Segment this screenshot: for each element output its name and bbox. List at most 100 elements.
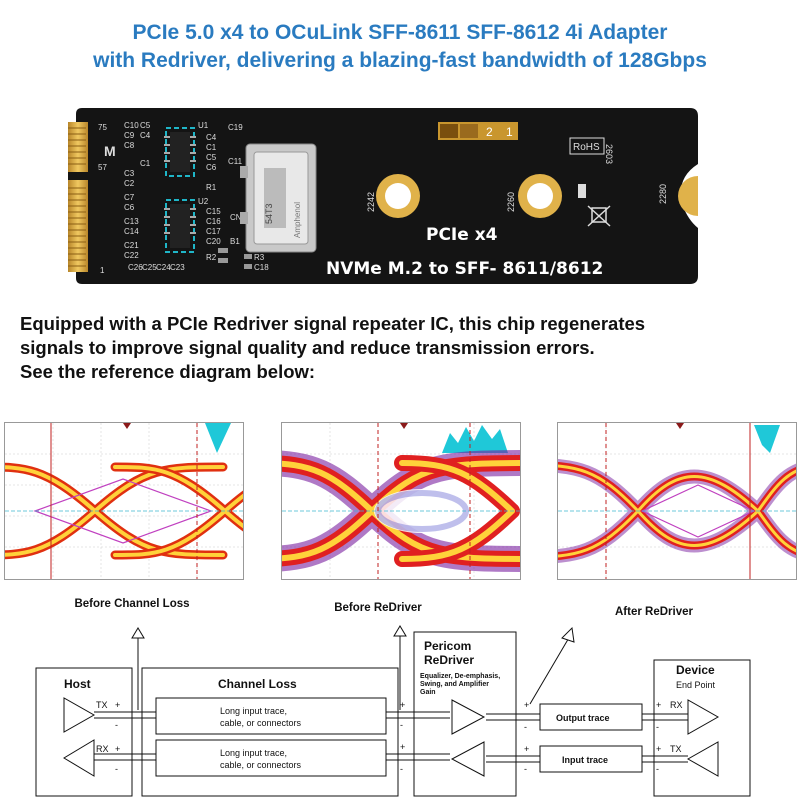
- svg-text:C22: C22: [124, 251, 139, 260]
- svg-text:C13: C13: [124, 217, 139, 226]
- pin-label-bottom: 1: [100, 266, 105, 275]
- input-trace-label: Input trace: [562, 755, 608, 765]
- svg-text:C8: C8: [124, 141, 135, 150]
- svg-text:cable, or connectors: cable, or connectors: [220, 760, 302, 770]
- eye-diagram-after-redriver: [557, 422, 797, 580]
- mount-label-2260: 2260: [506, 192, 516, 212]
- svg-text:+: +: [400, 742, 405, 752]
- svg-text:B1: B1: [230, 237, 240, 246]
- host-box: [35, 667, 133, 797]
- oculink-connector: 54T3 Amphenol: [240, 143, 317, 253]
- svg-text:C6: C6: [206, 163, 217, 172]
- eye-svg-2: [282, 423, 520, 579]
- description-line-3: See the reference diagram below:: [20, 361, 316, 382]
- svg-text:C4: C4: [140, 131, 151, 140]
- svg-text:+: +: [524, 744, 529, 754]
- svg-text:C17: C17: [206, 227, 221, 236]
- svg-text:C5: C5: [206, 153, 217, 162]
- svg-text:C15: C15: [206, 207, 221, 216]
- mount-hole-2280: [678, 176, 698, 216]
- svg-text:+: +: [524, 700, 529, 710]
- svg-text:R2: R2: [206, 253, 217, 262]
- mount-label-2280: 2280: [658, 184, 668, 204]
- eye-caption-1: Before Channel Loss: [74, 598, 190, 610]
- svg-text:RoHS: RoHS: [573, 142, 600, 153]
- svg-text:C1: C1: [140, 159, 151, 168]
- svg-text:TX: TX: [96, 700, 108, 710]
- channel-loss-box: [141, 667, 399, 797]
- key-label: M: [104, 143, 116, 159]
- connector-brand: Amphenol: [293, 202, 302, 238]
- svg-text:U1: U1: [198, 121, 209, 130]
- svg-text:C1: C1: [206, 143, 217, 152]
- redriver-ic-1: [164, 127, 196, 177]
- pin-label-top: 75: [98, 123, 107, 132]
- svg-text:C11: C11: [228, 157, 243, 166]
- svg-text:RX: RX: [670, 700, 683, 710]
- nvme-label: NVMe M.2 to SFF- 8611/8612: [326, 259, 603, 279]
- svg-text:Equalizer, De-emphasis,: Equalizer, De-emphasis,: [420, 673, 500, 680]
- svg-text:C4: C4: [206, 133, 217, 142]
- svg-text:C19: C19: [228, 123, 243, 132]
- capacitor-labels-left: C10 C9 C8 C5 C4 C3 C2 C1 C7 C6 C13 C14 C…: [124, 121, 185, 272]
- title-line-1: PCIe 5.0 x4 to OCuLink SFF-8611 SFF-8612…: [132, 21, 668, 44]
- description-line-1: Equipped with a PCIe Redriver signal rep…: [20, 313, 646, 334]
- device-tx-buffer: [686, 741, 719, 777]
- svg-text:+: +: [115, 700, 120, 710]
- svg-text:-: -: [115, 720, 118, 730]
- svg-text:C25: C25: [142, 263, 157, 272]
- eye-caption-3: After ReDriver: [615, 606, 693, 618]
- host-rx-buffer: [63, 739, 95, 777]
- svg-text:C20: C20: [206, 237, 221, 246]
- svg-text:+: +: [656, 744, 661, 754]
- svg-text:C6: C6: [124, 203, 135, 212]
- svg-text:C9: C9: [124, 131, 135, 140]
- host-label: Host: [64, 677, 91, 691]
- svg-text:-: -: [656, 764, 659, 774]
- output-trace-label: Output trace: [556, 713, 610, 723]
- svg-text:R3: R3: [254, 253, 265, 262]
- svg-text:+: +: [115, 744, 120, 754]
- svg-text:2: 2: [486, 125, 493, 139]
- eye-diagram-before-redriver: [281, 422, 521, 580]
- svg-text:-: -: [524, 722, 527, 732]
- m2-adapter-board: 75 M 57 1 C10 C9 C8 C5 C4 C3 C2 C1 C7 C6…: [68, 108, 698, 284]
- device-box: [653, 659, 751, 797]
- svg-text:C18: C18: [254, 263, 269, 272]
- pin-label-mid: 57: [98, 163, 107, 172]
- pcie-x4-label: PCIe x4: [426, 225, 498, 245]
- svg-text:TX: TX: [670, 744, 682, 754]
- svg-text:Swing, and Amplifier: Swing, and Amplifier: [420, 681, 489, 688]
- svg-text:C23: C23: [170, 263, 185, 272]
- mount-hole-2260: [518, 174, 562, 218]
- svg-text:C24: C24: [156, 263, 171, 272]
- title-line-2: with Redriver, delivering a blazing-fast…: [93, 49, 707, 72]
- svg-text:Long input trace,: Long input trace,: [220, 706, 287, 716]
- svg-text:C7: C7: [124, 193, 135, 202]
- svg-text:-: -: [524, 764, 527, 774]
- redriver-rx-buffer: [450, 741, 485, 777]
- device-rx-buffer: [687, 699, 720, 735]
- svg-text:C26: C26: [128, 263, 143, 272]
- svg-text:C21: C21: [124, 241, 139, 250]
- eye-svg-1: [5, 423, 243, 579]
- gold-fingers: [68, 122, 92, 272]
- connector-code: 54T3: [264, 203, 274, 224]
- svg-text:+: +: [400, 700, 405, 710]
- rohs-mark: RoHS 2603: [569, 137, 614, 227]
- svg-text:-: -: [115, 764, 118, 774]
- svg-text:C2: C2: [124, 179, 135, 188]
- channel-loss-label: Channel Loss: [218, 677, 297, 691]
- svg-text:C10: C10: [124, 121, 139, 130]
- svg-text:C16: C16: [206, 217, 221, 226]
- svg-text:C5: C5: [140, 121, 151, 130]
- svg-text:1: 1: [506, 125, 513, 139]
- eye-svg-3: [558, 423, 796, 579]
- redriver-name-label: ReDriver: [424, 653, 474, 667]
- svg-text:-: -: [400, 720, 403, 730]
- svg-text:-: -: [656, 722, 659, 732]
- svg-text:-: -: [400, 764, 403, 774]
- mount-hole-2242: [376, 174, 420, 218]
- svg-text:+: +: [656, 700, 661, 710]
- svg-text:2603: 2603: [604, 144, 614, 164]
